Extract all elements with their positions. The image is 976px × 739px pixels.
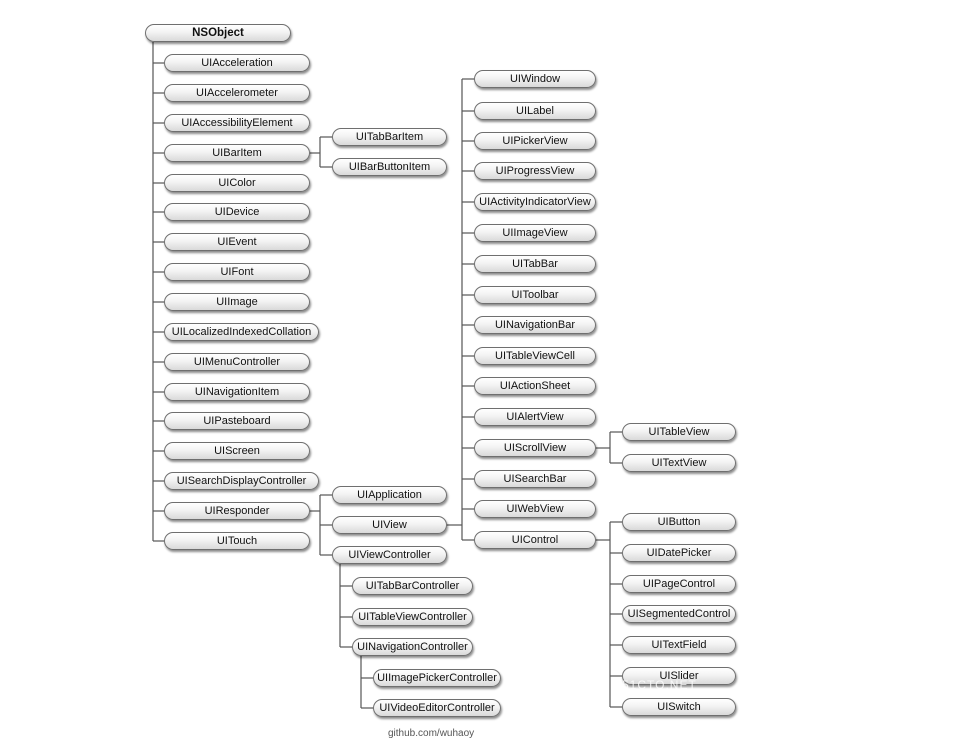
class-node-ui-event: UIEvent (164, 233, 310, 251)
class-node-ui-navigation-bar: UINavigationBar (474, 316, 596, 334)
class-node-ui-slider: UISlider (622, 667, 736, 685)
class-node-ns-object: NSObject (145, 24, 291, 42)
class-node-ui-video-editor-controller: UIVideoEditorController (373, 699, 501, 717)
class-node-ui-responder: UIResponder (164, 502, 310, 520)
class-node-ui-color: UIColor (164, 174, 310, 192)
class-node-ui-accelerometer: UIAccelerometer (164, 84, 310, 102)
class-node-ui-navigation-controller: UINavigationController (352, 638, 473, 656)
class-node-ui-device: UIDevice (164, 203, 310, 221)
class-node-ui-localized-indexed-collation: UILocalizedIndexedCollation (164, 323, 319, 341)
class-node-ui-image-view: UIImageView (474, 224, 596, 242)
class-node-ui-bar-button-item: UIBarButtonItem (332, 158, 447, 176)
class-node-ui-button: UIButton (622, 513, 736, 531)
class-node-ui-scroll-view: UIScrollView (474, 439, 596, 457)
class-node-ui-text-view: UITextView (622, 454, 736, 472)
class-node-ui-view: UIView (332, 516, 447, 534)
class-node-ui-toolbar: UIToolbar (474, 286, 596, 304)
class-node-ui-search-bar: UISearchBar (474, 470, 596, 488)
class-node-ui-switch: UISwitch (622, 698, 736, 716)
class-node-ui-tab-bar-controller: UITabBarController (352, 577, 473, 595)
class-node-ui-image-picker-controller: UIImagePickerController (373, 669, 501, 687)
class-node-ui-menu-controller: UIMenuController (164, 353, 310, 371)
class-node-ui-accessibility-element: UIAccessibilityElement (164, 114, 310, 132)
class-node-ui-segmented-control: UISegmentedControl (622, 605, 736, 623)
class-node-ui-touch: UITouch (164, 532, 310, 550)
class-node-ui-web-view: UIWebView (474, 500, 596, 518)
class-node-ui-view-controller: UIViewController (332, 546, 447, 564)
class-node-ui-navigation-item: UINavigationItem (164, 383, 310, 401)
class-node-ui-font: UIFont (164, 263, 310, 281)
class-node-ui-table-view-controller: UITableViewController (352, 608, 473, 626)
class-node-ui-control: UIControl (474, 531, 596, 549)
class-node-ui-text-field: UITextField (622, 636, 736, 654)
class-node-ui-acceleration: UIAcceleration (164, 54, 310, 72)
class-node-ui-action-sheet: UIActionSheet (474, 377, 596, 395)
watermark-text: 51CTO.NET (622, 678, 697, 692)
class-node-ui-table-view: UITableView (622, 423, 736, 441)
class-node-ui-pasteboard: UIPasteboard (164, 412, 310, 430)
class-node-ui-table-view-cell: UITableViewCell (474, 347, 596, 365)
class-node-ui-date-picker: UIDatePicker (622, 544, 736, 562)
class-node-ui-picker-view: UIPickerView (474, 132, 596, 150)
class-node-ui-bar-item: UIBarItem (164, 144, 310, 162)
class-node-ui-label: UILabel (474, 102, 596, 120)
class-node-ui-image: UIImage (164, 293, 310, 311)
class-node-ui-alert-view: UIAlertView (474, 408, 596, 426)
class-node-ui-application: UIApplication (332, 486, 447, 504)
class-node-ui-activity-indicator-view: UIActivityIndicatorView (474, 193, 596, 211)
class-node-ui-tab-bar: UITabBar (474, 255, 596, 273)
source-caption: github.com/wuhaoy (388, 728, 475, 739)
class-node-ui-search-display-controller: UISearchDisplayController (164, 472, 319, 490)
class-node-ui-page-control: UIPageControl (622, 575, 736, 593)
class-node-ui-window: UIWindow (474, 70, 596, 88)
class-node-ui-progress-view: UIProgressView (474, 162, 596, 180)
class-node-ui-screen: UIScreen (164, 442, 310, 460)
class-node-ui-tab-bar-item: UITabBarItem (332, 128, 447, 146)
